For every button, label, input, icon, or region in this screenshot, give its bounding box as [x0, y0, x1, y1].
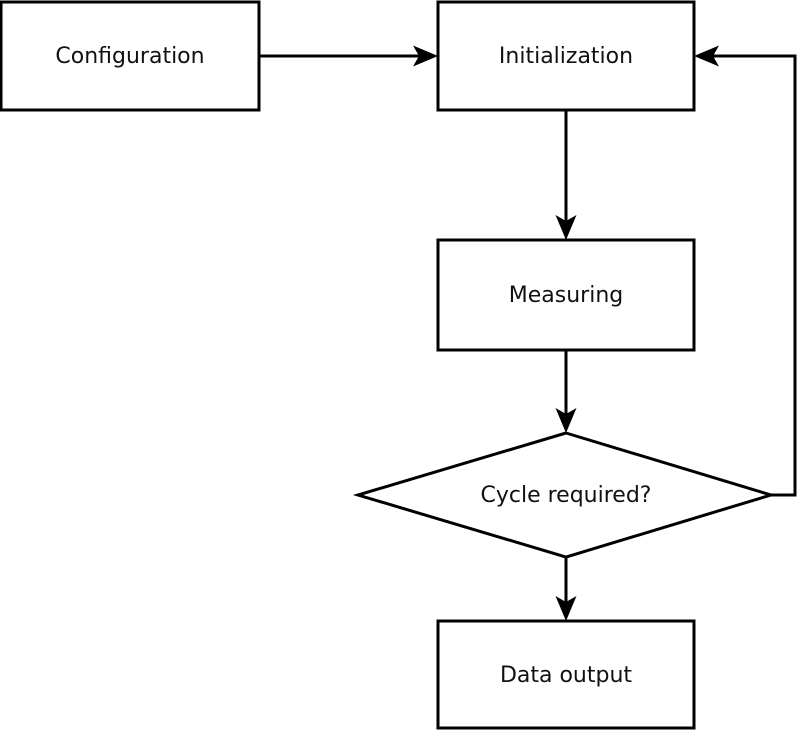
node-initialization-box[interactable] [436, 0, 696, 112]
node-data-output-label: Data output [500, 663, 632, 688]
node-cycle-required-diamond[interactable] [352, 431, 777, 559]
edge-cycle-required-to-initialization-feedback [694, 45, 797, 497]
arrow-head-down-icon [555, 596, 577, 621]
node-configuration-box[interactable] [0, 0, 261, 112]
node-measuring-box[interactable] [436, 238, 696, 352]
node-measuring[interactable]: Measuring [436, 238, 696, 352]
node-data-output-box[interactable] [436, 619, 696, 730]
edge-initialization-to-measuring [555, 110, 577, 240]
arrow-head-down-icon [555, 215, 577, 240]
edge-cycle-required-to-data-output [555, 557, 577, 621]
edge-line-feedback-loop [702, 54, 797, 497]
node-cycle-required-label: Cycle required? [481, 483, 652, 508]
node-configuration[interactable]: Configuration [0, 0, 261, 112]
node-initialization[interactable]: Initialization [436, 0, 696, 112]
edge-measuring-to-cycle-required [555, 350, 577, 433]
edge-configuration-to-initialization [259, 45, 438, 67]
arrow-head-down-icon [555, 408, 577, 433]
arrow-head-right-icon [413, 45, 438, 67]
node-configuration-label: Configuration [55, 44, 204, 69]
node-initialization-label: Initialization [499, 44, 633, 69]
node-data-output[interactable]: Data output [436, 619, 696, 730]
node-cycle-required[interactable]: Cycle required? [352, 431, 777, 559]
arrow-head-left-icon [694, 45, 719, 67]
node-measuring-label: Measuring [509, 283, 623, 308]
